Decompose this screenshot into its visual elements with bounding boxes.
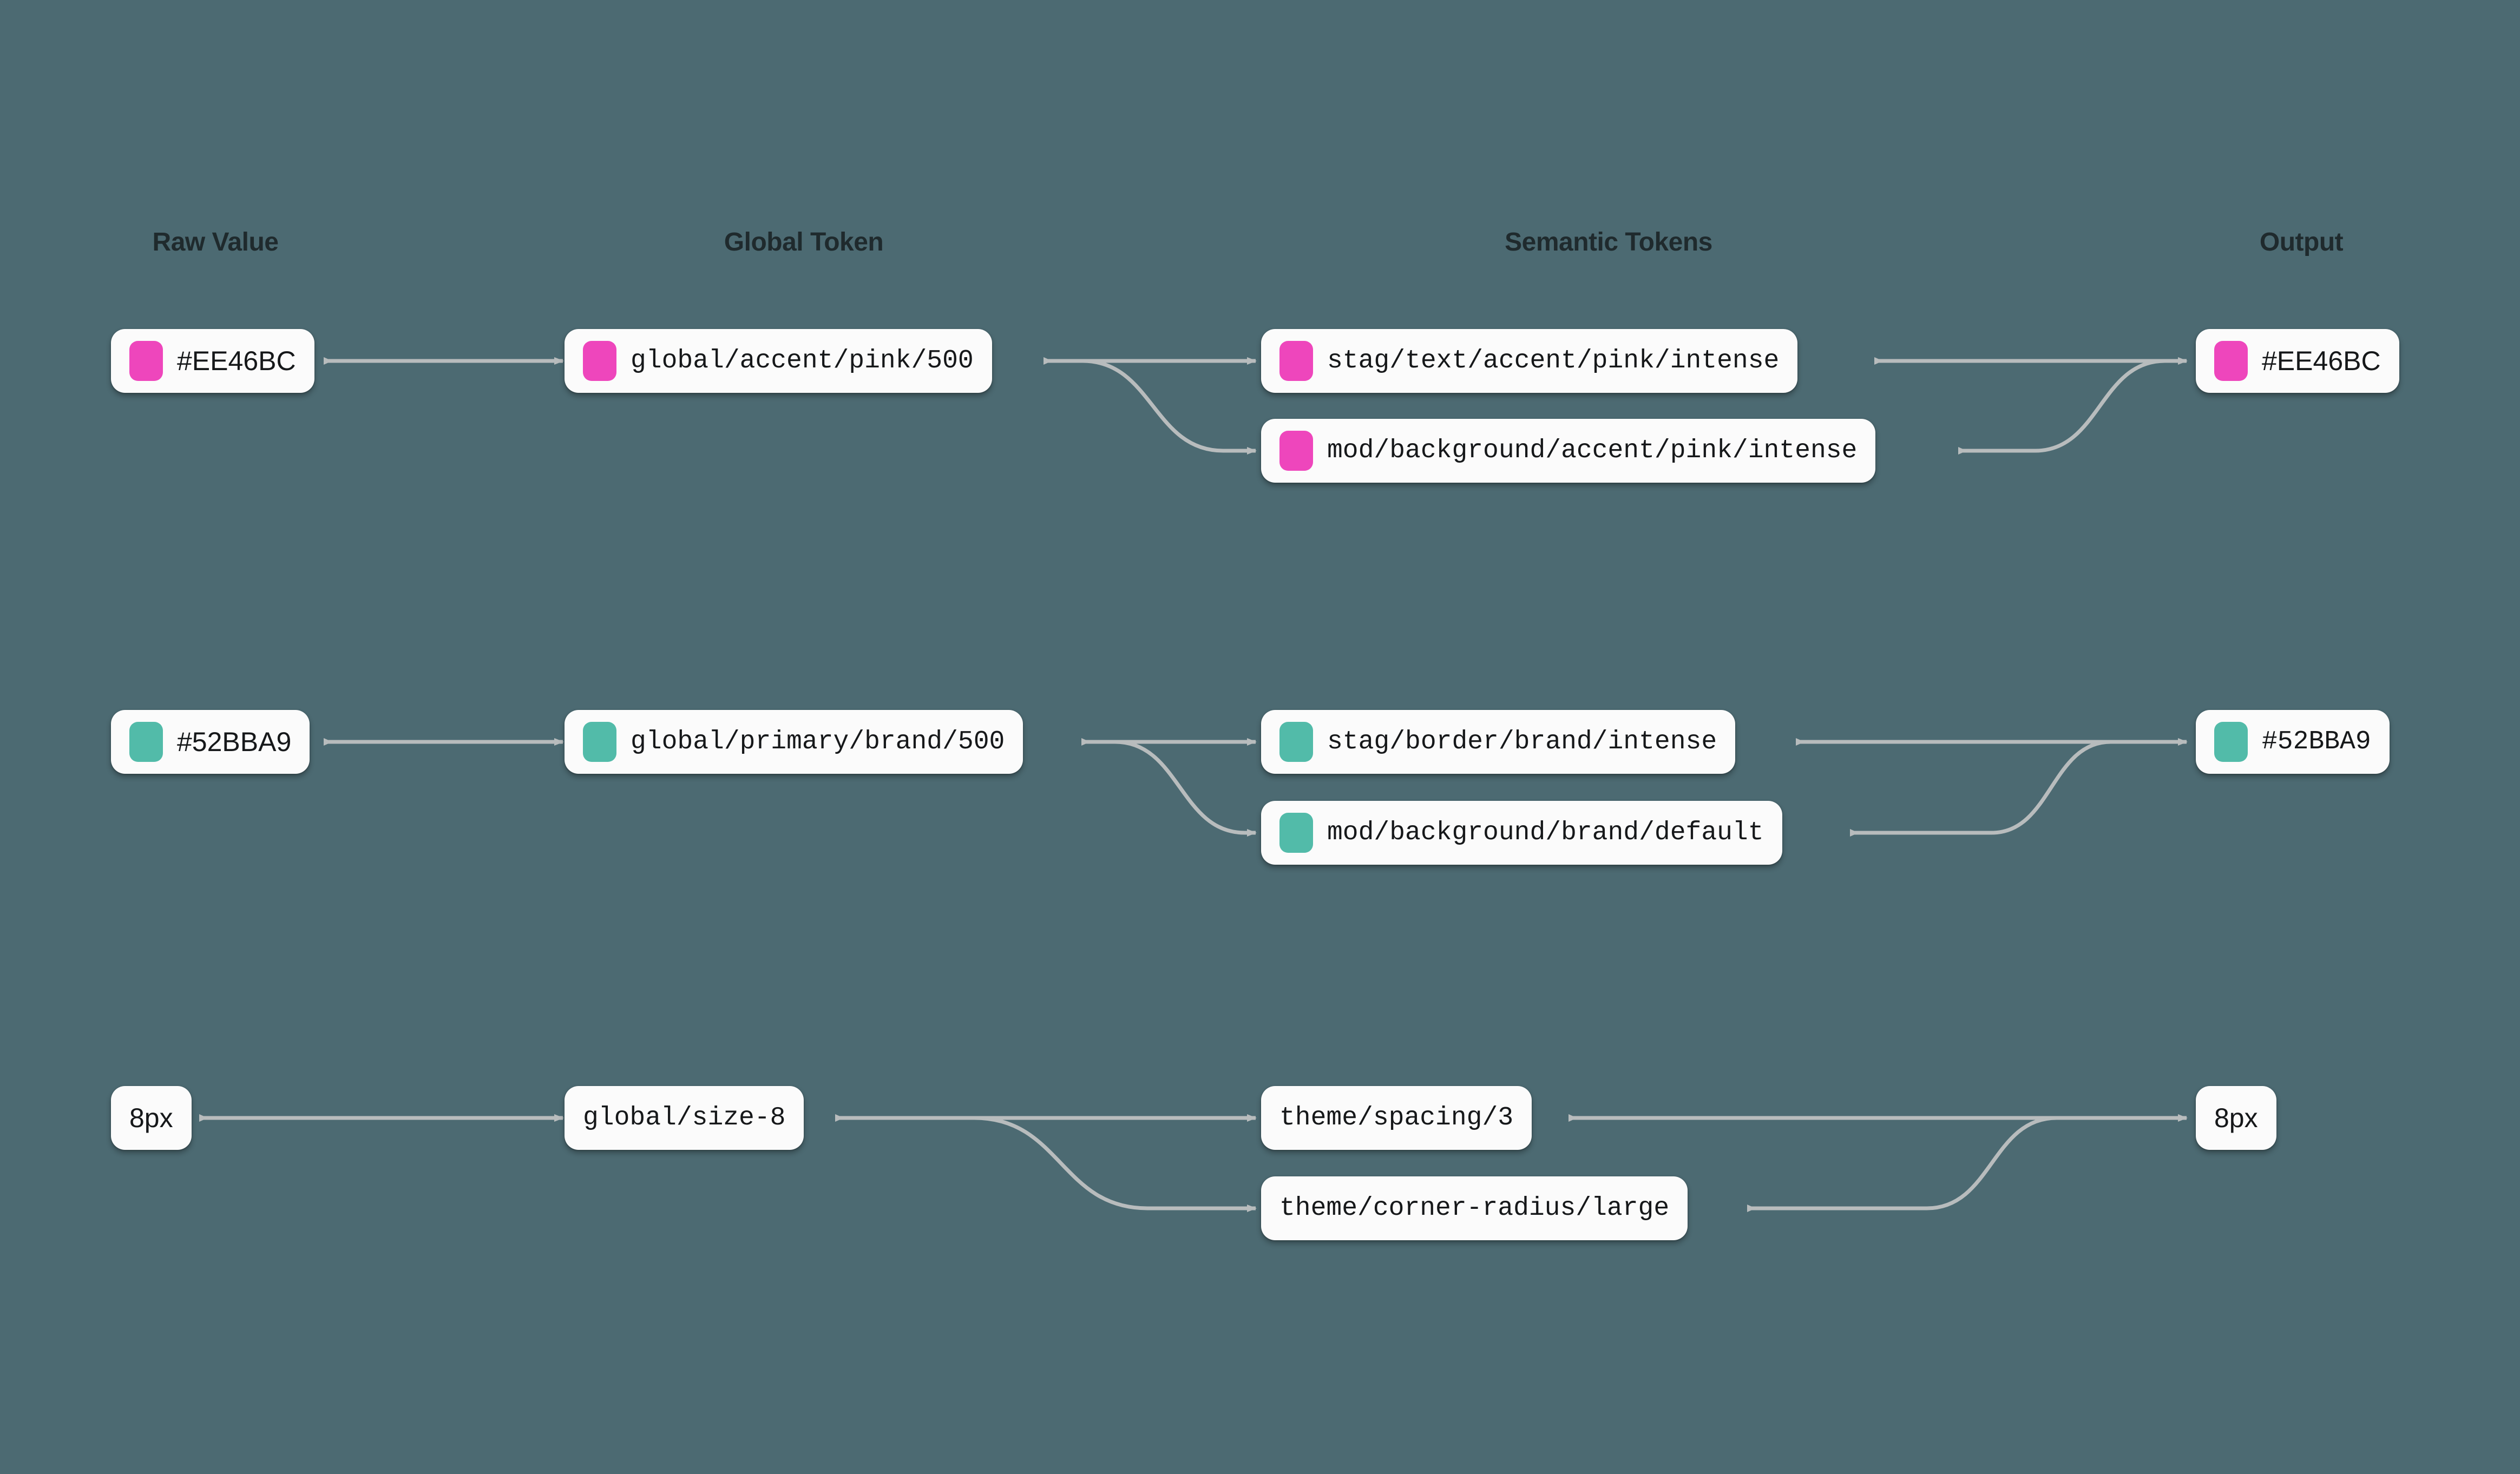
global-token-node-spacing[interactable]: global/size-8 (565, 1086, 804, 1150)
raw-value-node-brand[interactable]: #52BBA9 (111, 710, 310, 774)
semantic-token-label: mod/background/brand/default (1327, 818, 1764, 847)
output-label: #EE46BC (2262, 346, 2381, 376)
global-token-label: global/size-8 (583, 1103, 786, 1133)
color-swatch-teal (2214, 722, 2248, 762)
color-swatch-pink (1279, 431, 1313, 471)
color-swatch-pink (583, 341, 616, 381)
column-header-output: Output (2259, 228, 2344, 256)
semantic-token-label: theme/spacing/3 (1279, 1103, 1514, 1133)
output-node-brand[interactable]: #52BBA9 (2196, 710, 2390, 774)
color-swatch-teal (129, 722, 163, 762)
global-token-label: global/accent/pink/500 (631, 346, 974, 376)
semantic-token-label: theme/corner-radius/large (1279, 1194, 1670, 1223)
column-header-semantic-tokens: Semantic Tokens (1505, 228, 1712, 256)
semantic-token-label: mod/background/accent/pink/intense (1327, 436, 1858, 465)
output-node-pink[interactable]: #EE46BC (2196, 329, 2399, 393)
color-swatch-pink (129, 341, 163, 381)
semantic-token-label: stag/border/brand/intense (1327, 727, 1717, 756)
color-swatch-pink (1279, 341, 1313, 381)
column-header-global-token: Global Token (724, 228, 884, 256)
color-swatch-pink (2214, 341, 2248, 381)
semantic-token-node-mod-background-brand-default[interactable]: mod/background/brand/default (1261, 801, 1782, 865)
semantic-token-node-theme-spacing-3[interactable]: theme/spacing/3 (1261, 1086, 1532, 1150)
raw-value-node-pink[interactable]: #EE46BC (111, 329, 314, 393)
raw-value-label: 8px (129, 1103, 173, 1133)
raw-value-label: #EE46BC (177, 346, 296, 376)
semantic-token-node-theme-corner-radius-large[interactable]: theme/corner-radius/large (1261, 1176, 1688, 1240)
output-node-spacing[interactable]: 8px (2196, 1086, 2276, 1150)
column-header-raw-value: Raw Value (152, 228, 279, 256)
color-swatch-teal (1279, 722, 1313, 762)
global-token-label: global/primary/brand/500 (631, 727, 1005, 756)
raw-value-label: #52BBA9 (177, 727, 292, 757)
color-swatch-teal (1279, 813, 1313, 853)
global-token-node-pink[interactable]: global/accent/pink/500 (565, 329, 992, 393)
output-label: 8px (2214, 1103, 2258, 1133)
semantic-token-label: stag/text/accent/pink/intense (1327, 346, 1780, 376)
semantic-token-node-stag-border-brand-intense[interactable]: stag/border/brand/intense (1261, 710, 1736, 774)
semantic-token-node-mod-background-accent-pink-intense[interactable]: mod/background/accent/pink/intense (1261, 419, 1876, 483)
color-swatch-teal (583, 722, 616, 762)
raw-value-node-spacing[interactable]: 8px (111, 1086, 192, 1150)
output-label: #52BBA9 (2262, 727, 2371, 756)
global-token-node-brand[interactable]: global/primary/brand/500 (565, 710, 1023, 774)
semantic-token-node-stag-text-accent-pink-intense[interactable]: stag/text/accent/pink/intense (1261, 329, 1798, 393)
